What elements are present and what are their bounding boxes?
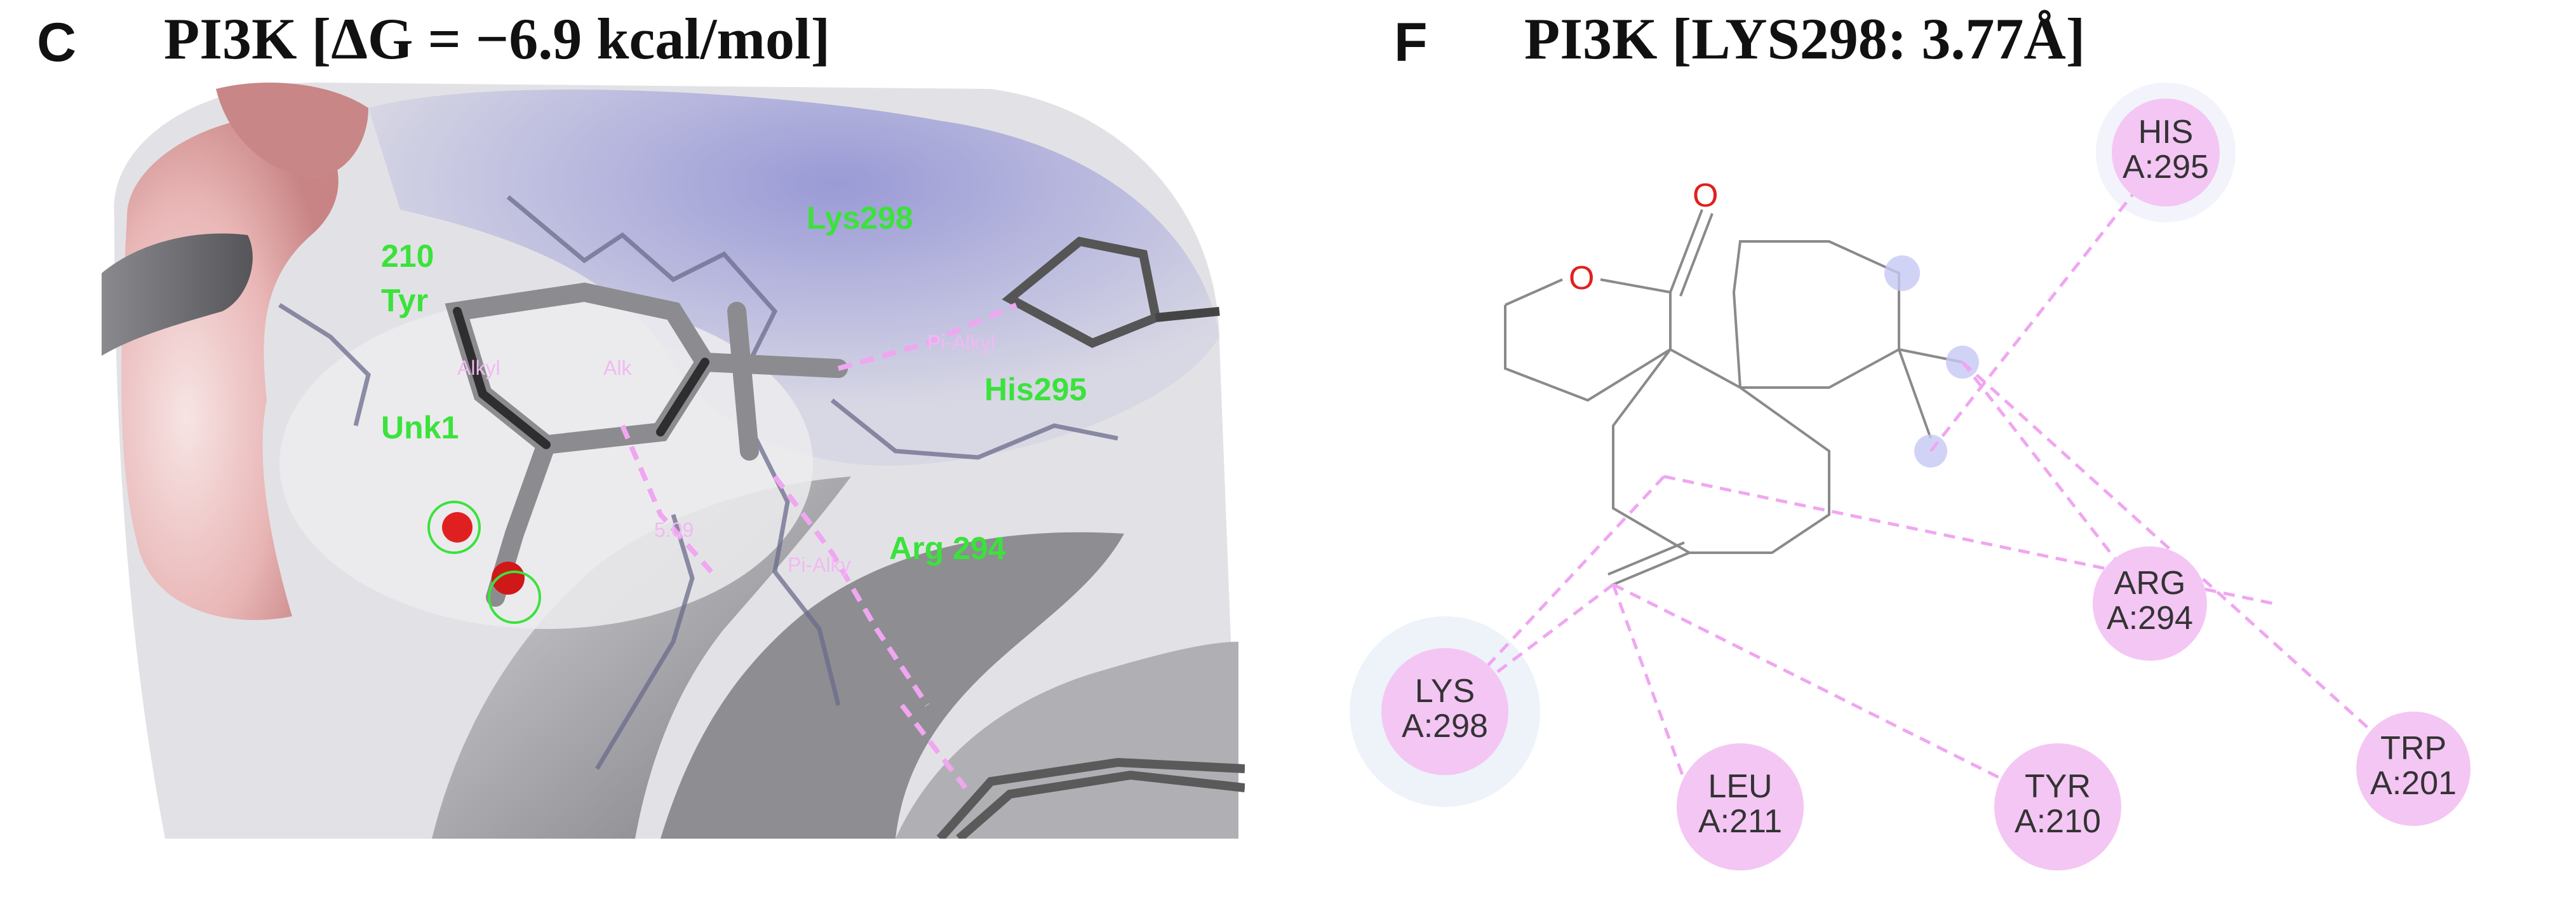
label-arg294: Arg 294 — [889, 531, 1006, 566]
residue-his-295: HIS A:295 — [2112, 98, 2220, 206]
carbonyl-oxygen: O — [1693, 177, 1718, 214]
methyl-glow — [1884, 255, 1920, 291]
oxygen-atom — [492, 562, 525, 595]
interaction-label-alkyl: Alkyl — [457, 356, 500, 379]
residue-arg-294: ARG A:294 — [2093, 546, 2207, 661]
surface-flap-left — [102, 233, 253, 356]
interaction-2d-diagram: O O HIS A:295 ARG A:294 — [1296, 70, 2566, 896]
residue-sticks — [278, 195, 1118, 770]
surface-render: Lys298 210 Tyr His295 Unk1 Arg 294 Alkyl… — [102, 83, 1245, 842]
label-tyr: Tyr — [381, 283, 428, 318]
residue-id: A:201 — [2370, 765, 2457, 802]
residue-id: A:294 — [2107, 600, 2193, 637]
residue-name: LYS — [1415, 673, 1475, 710]
interaction-lines — [1444, 151, 2415, 796]
halo — [488, 571, 541, 624]
residue-name: HIS — [2138, 114, 2194, 151]
residue-name: TYR — [2025, 768, 2091, 805]
residue-id: A:211 — [1698, 803, 1782, 840]
residue-name: TRP — [2380, 730, 2446, 767]
residue-id: A:210 — [2015, 803, 2101, 840]
his295-ring — [1002, 236, 1220, 348]
residue-lys-298: LYS A:298 — [1381, 648, 1508, 775]
halo — [427, 501, 481, 554]
panel-c-title: PI3K [ΔG = −6.9 kcal/mol] — [164, 6, 831, 71]
interaction-label-alk: Alk — [603, 356, 632, 379]
residue-name: LEU — [1708, 768, 1772, 805]
bottom-ring-fragment — [936, 757, 1245, 842]
label-his295: His295 — [984, 372, 1087, 407]
residue-trp-201: TRP A:201 — [2356, 712, 2471, 826]
interaction-diagram-svg: O O HIS A:295 ARG A:294 — [1350, 83, 2471, 870]
panel-f-title: PI3K [LYS298: 3.77Å] — [1524, 6, 2086, 71]
interaction-label-pi-alkyl: Pi-Alkyl — [927, 331, 995, 354]
residue-id: A:295 — [2123, 149, 2209, 186]
label-210: 210 — [381, 238, 434, 274]
interaction-label-pi-alky: Pi-Alky — [788, 553, 851, 576]
docking-surface-view: Lys298 210 Tyr His295 Unk1 Arg 294 Alkyl… — [102, 70, 1245, 842]
surface-region-positive — [368, 90, 1219, 466]
oxygen-atom — [442, 512, 473, 543]
panel-f-letter: F — [1394, 12, 1428, 73]
label-unk1: Unk1 — [381, 410, 459, 445]
panel-c-letter: C — [37, 12, 77, 73]
interaction-dashes — [620, 302, 1017, 790]
ring-oxygen: O — [1569, 260, 1594, 297]
residue-id: A:298 — [1402, 708, 1488, 745]
interaction-label-distance: 5.09 — [654, 518, 694, 541]
label-lys298: Lys298 — [807, 200, 913, 236]
ligand-dark-edges — [453, 307, 709, 449]
residue-name: ARG — [2114, 565, 2186, 602]
surface-fold-2 — [661, 532, 1124, 839]
residue-leu-211: LEU A:211 — [1677, 743, 1804, 870]
ligand-skeleton — [1504, 209, 1963, 586]
surface-region-negative-top — [216, 83, 368, 178]
residue-tyr-210: TYR A:210 — [1994, 743, 2121, 870]
